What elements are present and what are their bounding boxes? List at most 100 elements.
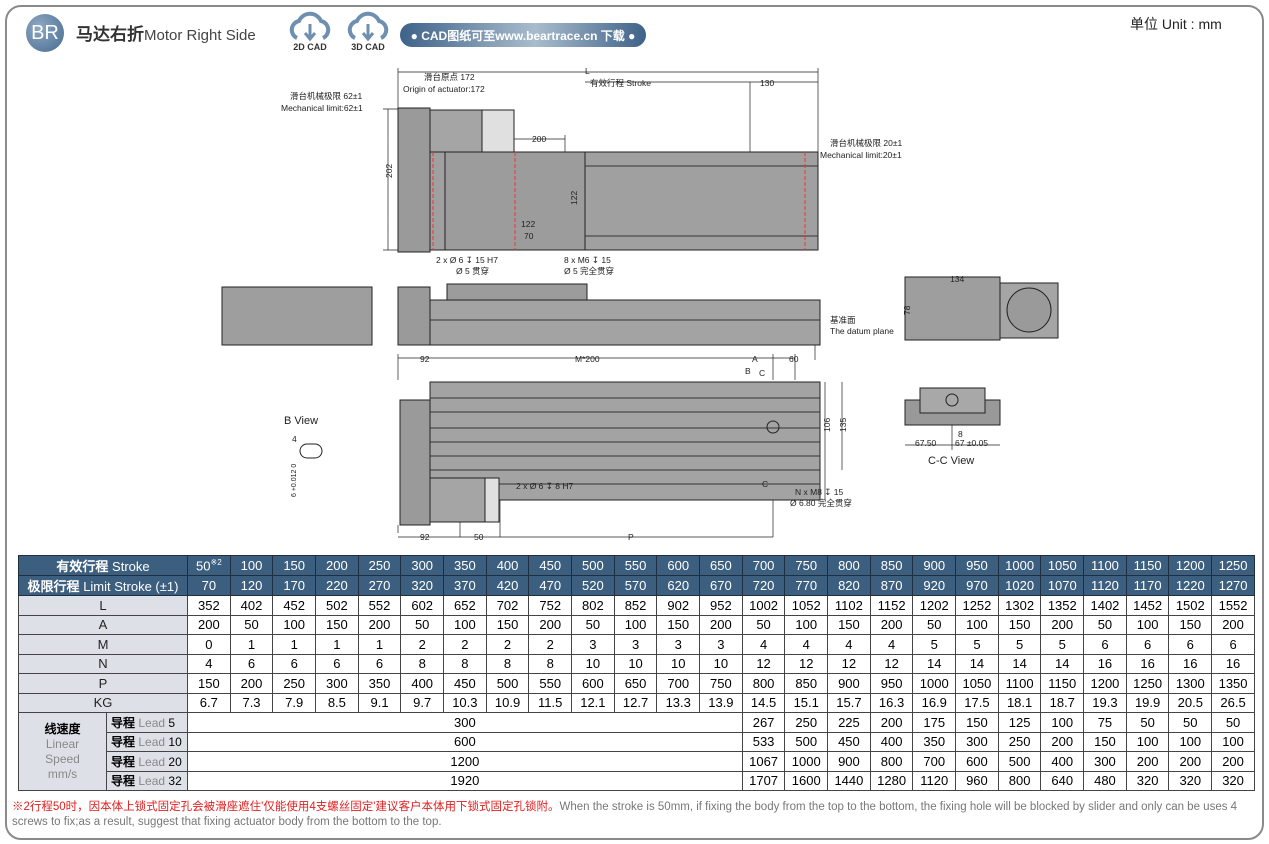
table-cell: 3: [613, 634, 658, 655]
table-cell: 10: [699, 653, 743, 674]
stroke-cell: 850: [869, 555, 914, 576]
stroke-cell: 550: [613, 555, 658, 576]
speed-cell: 320: [1168, 770, 1213, 791]
table-cell: 200: [187, 614, 231, 635]
hole-spec-2a: 8 x M6 ↧ 15: [564, 255, 611, 265]
hole-spec-3: 2 x Ø 6 ↧ 8 H7: [516, 481, 573, 491]
table-cell: 4: [187, 653, 231, 674]
table-cell: 1: [357, 634, 402, 655]
table-cell: 1100: [997, 673, 1042, 694]
table-cell: 14: [1040, 653, 1085, 674]
speed-cell: 800: [997, 770, 1042, 791]
speed-cell: 50: [1125, 712, 1170, 733]
download-3d-cad[interactable]: 3D CAD: [343, 10, 393, 52]
speed-cell: 200: [1211, 751, 1255, 772]
speed-cell: 250: [997, 731, 1042, 752]
limit-cell: 470: [528, 575, 573, 596]
lead-label: 导程 Lead 32: [106, 770, 188, 791]
table-cell: 150: [187, 673, 231, 694]
cad-download-link[interactable]: ● CAD图纸可至www.beartrace.cn 下载 ●: [400, 23, 646, 47]
stroke-cell: 1000: [997, 555, 1042, 576]
stroke-cell: 100: [229, 555, 274, 576]
row-label: KG: [18, 692, 188, 713]
table-cell: 12: [827, 653, 871, 674]
mech-left-en: Mechanical limit:62±1: [281, 103, 363, 113]
table-cell: 8.5: [315, 692, 359, 713]
stroke-cell: 750: [784, 555, 829, 576]
speed-cell: 50: [1211, 712, 1255, 733]
hole-spec-4b: Ø 6.80 完全贯穿: [790, 498, 852, 508]
datum-cn: 基准面: [830, 315, 856, 325]
speed-cell: 1000: [784, 751, 829, 772]
download-2d-cad[interactable]: 2D CAD: [285, 10, 335, 52]
label-C-bottom: C: [762, 479, 768, 489]
table-cell: 852: [613, 595, 658, 616]
limit-cell: 1170: [1125, 575, 1170, 596]
speed-cell: 200: [869, 712, 914, 733]
table-cell: 552: [357, 595, 402, 616]
table-cell: 200: [1211, 614, 1255, 635]
speed-cell: 450: [827, 731, 871, 752]
speed-flat-cell: 300: [187, 712, 743, 733]
table-cell: 7.9: [272, 692, 317, 713]
table-cell: 502: [315, 595, 359, 616]
table-cell: 850: [784, 673, 829, 694]
table-cell: 150: [997, 614, 1042, 635]
limit-cell: 620: [656, 575, 701, 596]
row-label: P: [18, 673, 188, 694]
dim-A: A: [752, 354, 758, 364]
table-cell: 6: [272, 653, 317, 674]
dim-P: P: [628, 532, 634, 542]
table-cell: 550: [528, 673, 573, 694]
table-cell: 26.5: [1211, 692, 1255, 713]
table-cell: 10: [571, 653, 615, 674]
stroke-cell: 1200: [1168, 555, 1213, 576]
lead-label: 导程 Lead 20: [106, 751, 188, 772]
speed-cell: 50: [1168, 712, 1213, 733]
table-cell: 6: [1168, 634, 1213, 655]
table-cell: 1150: [1040, 673, 1085, 694]
table-cell: 150: [315, 614, 359, 635]
table-cell: 14: [955, 653, 999, 674]
page-frame: [5, 5, 1264, 840]
speed-cell: 900: [827, 751, 871, 772]
table-cell: 2: [528, 634, 573, 655]
limit-cell: 520: [571, 575, 615, 596]
dim-122-v: 122: [569, 191, 579, 205]
row-label: M: [18, 634, 188, 655]
cad-2d-label: 2D CAD: [293, 42, 327, 52]
table-cell: 9.1: [357, 692, 402, 713]
table-cell: 702: [485, 595, 530, 616]
stroke-cell: 350: [443, 555, 487, 576]
dim-70: 70: [524, 231, 534, 241]
row-label: N: [18, 653, 188, 674]
table-cell: 12.1: [571, 692, 615, 713]
table-cell: 1202: [912, 595, 957, 616]
table-cell: 8: [485, 653, 530, 674]
hole-spec-1b: Ø 5 贯穿: [456, 266, 489, 276]
mech-right-en: Mechanical limit:20±1: [820, 150, 902, 160]
dim-m200: M*200: [575, 354, 600, 364]
table-cell: 802: [571, 595, 615, 616]
table-cell: 1502: [1168, 595, 1213, 616]
table-cell: 14: [997, 653, 1042, 674]
table-cell: 16: [1168, 653, 1213, 674]
table-cell: 6: [1211, 634, 1255, 655]
table-cell: 200: [699, 614, 743, 635]
table-cell: 1300: [1168, 673, 1213, 694]
speed-cell: 1120: [912, 770, 957, 791]
table-cell: 6: [357, 653, 402, 674]
stroke-cell: 400: [485, 555, 530, 576]
table-cell: 200: [869, 614, 914, 635]
speed-cell: 1707: [741, 770, 786, 791]
title-en: Motor Right Side: [144, 27, 256, 44]
b-view-dim-4: 4: [292, 434, 297, 444]
table-cell: 650: [613, 673, 658, 694]
table-cell: 1102: [827, 595, 871, 616]
